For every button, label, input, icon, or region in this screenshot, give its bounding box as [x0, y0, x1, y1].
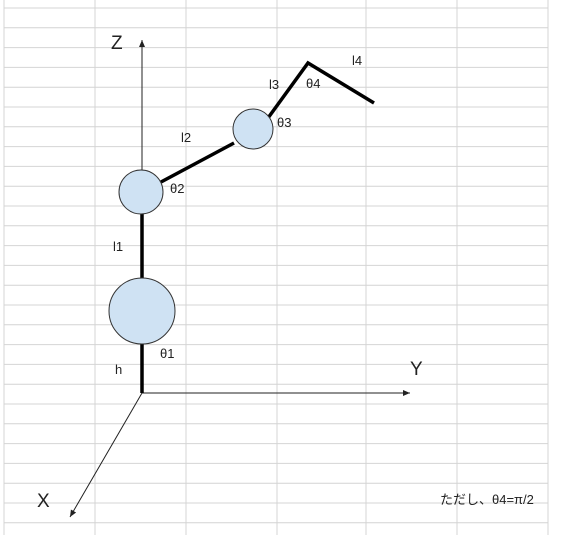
x-axis-label: X	[37, 491, 50, 512]
theta3-label: θ3	[277, 115, 291, 130]
joint-2	[118, 169, 164, 215]
link-l2	[160, 141, 235, 184]
grid-background	[3, 0, 549, 535]
arm-joints	[108, 108, 274, 345]
theta4-label: θ4	[306, 76, 320, 91]
coordinate-axes	[69, 40, 410, 518]
x-axis	[69, 392, 143, 518]
note-text: ただし、θ4=π/2	[440, 492, 534, 507]
z-axis-label: Z	[111, 33, 123, 54]
joint-3	[232, 108, 274, 150]
link-l3-label: l3	[269, 77, 279, 92]
link-l4-label: l4	[352, 53, 362, 68]
link-h-label: h	[115, 362, 122, 377]
theta1-label: θ1	[160, 346, 174, 361]
arm-links	[140, 60, 375, 393]
joint-1	[108, 277, 176, 345]
y-axis-label: Y	[410, 359, 423, 380]
link-l3-l4	[266, 60, 375, 120]
link-l1-label: l1	[113, 239, 123, 254]
theta2-label: θ2	[170, 181, 184, 196]
link-l2-label: l2	[181, 130, 191, 145]
